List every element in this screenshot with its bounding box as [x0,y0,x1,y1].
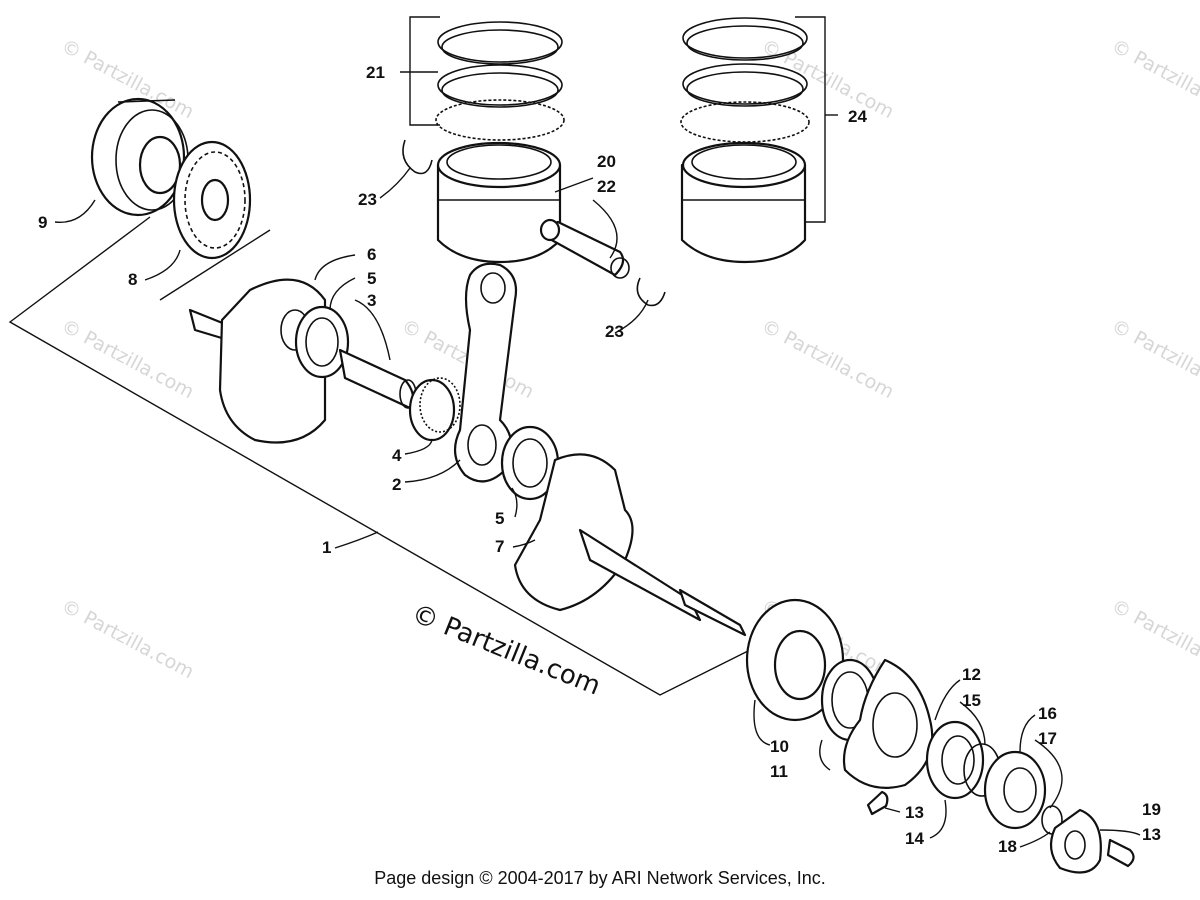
callout-6: 6 [367,245,376,264]
bearing-plate [842,658,934,789]
callout-13: 13 [905,803,924,822]
watermark: © Partzilla.com [1108,315,1200,403]
retainer-plate [1049,808,1102,874]
callout-23: 23 [605,322,624,341]
callout-3: 3 [367,291,376,310]
leader-lines [54,71,1141,848]
callout-21: 21 [366,63,385,82]
callout-9: 9 [38,213,47,232]
watermark: © Partzilla.com [758,315,898,403]
watermark: © Partzilla.com [1108,35,1200,123]
ring-bracket-right [795,16,826,223]
callout-18: 18 [998,837,1017,856]
piston-left [436,141,562,264]
seal-housing [983,750,1047,830]
thrust-washer-lower [500,425,560,501]
callout-10: 10 [770,737,789,756]
callout-8: 8 [128,270,137,289]
callout-2: 2 [392,475,401,494]
small-bearing [925,720,985,800]
footer-credit: Page design © 2004-2017 by ARI Network S… [374,868,826,888]
bearing-right [745,598,845,722]
ring-bracket-left [409,16,440,126]
callout-14: 14 [905,829,924,848]
callout-4: 4 [392,446,402,465]
callout-labels: 1 2 3 4 5 5 6 7 8 9 10 11 12 13 13 14 15… [38,63,1161,856]
callout-7: 7 [495,537,504,556]
callout-15: 15 [962,691,981,710]
callout-5: 5 [495,509,504,528]
bearing [90,97,189,217]
callout-11: 11 [770,762,788,781]
crankshaft-assembly-bracket [8,216,751,696]
circlip-lower [636,277,666,307]
timing-gear [172,140,252,260]
piston-rings-left [435,21,565,141]
callout-5: 5 [367,269,376,288]
crank-half-left [188,278,327,444]
gear-bracket [159,229,271,301]
callout-20: 20 [597,152,616,171]
needle-bearing [408,377,461,442]
screw-icon [866,790,1135,868]
callout-1: 1 [322,538,331,557]
crank-pin [338,348,417,410]
crank-half-right [513,453,747,637]
callout-16: 16 [1038,704,1057,723]
thrust-washer-upper [294,305,350,379]
piston-rings-right [680,17,810,143]
callout-12: 12 [962,665,981,684]
callout-13: 13 [1142,825,1161,844]
callout-22: 22 [597,177,616,196]
circlip-upper [402,139,433,175]
watermark: © Partzilla.com [58,595,198,683]
callout-24: 24 [848,107,867,126]
watermark: © Partzilla.com [1108,595,1200,683]
watermark: © Partzilla.com [758,35,898,123]
piston-pin [539,218,630,279]
piston-right [680,141,807,264]
partzilla-watermark: © Partzilla.com [407,599,604,702]
callout-19: 19 [1142,800,1161,819]
callout-23: 23 [358,190,377,209]
callout-17: 17 [1038,729,1057,748]
